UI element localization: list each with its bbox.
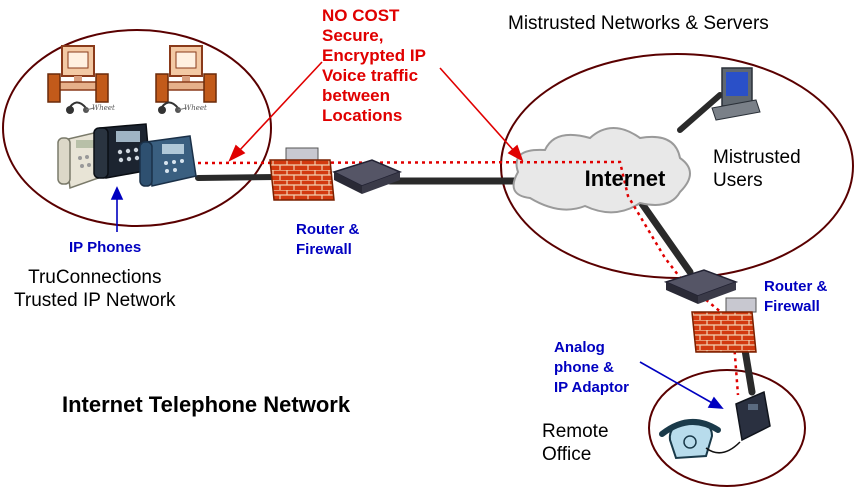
- firewall-1-icon: [269, 147, 335, 201]
- no-cost-arrows: [228, 61, 524, 162]
- remote-office-ellipse: [648, 369, 806, 487]
- router-2-icon: [663, 269, 739, 304]
- router-1-icon: [332, 159, 403, 194]
- remote-office-label: Remote Office: [542, 421, 609, 465]
- network-cables: [195, 92, 756, 396]
- desktop-computer-2-icon: [155, 45, 217, 103]
- headset-1-icon: [66, 101, 95, 114]
- ip-phone-blue-icon: [139, 135, 197, 187]
- secure-voice-path: [197, 160, 740, 396]
- diagram-title: Internet Telephone Network: [62, 392, 351, 417]
- internet-label: Internet: [585, 166, 666, 191]
- ip-adaptor-icon: [735, 390, 771, 442]
- ip-phone-black-icon: [93, 123, 151, 179]
- no-cost-label: NO COST Secure, Encrypted IP Voice traff…: [322, 6, 426, 125]
- mistrusted-networks-label: Mistrusted Networks & Servers: [508, 13, 769, 34]
- ip-phones-label: IP Phones: [69, 239, 142, 256]
- headset-1-caption: Wheet: [92, 104, 115, 112]
- workstation-icon: [711, 67, 761, 121]
- desktop-computer-1-icon: [47, 45, 109, 103]
- blue-arrows: [110, 186, 724, 409]
- router-firewall-1-label: Router & Firewall: [296, 221, 360, 258]
- router-firewall-2-label: Router & Firewall: [764, 278, 828, 315]
- headset-2-caption: Wheet: [184, 104, 207, 112]
- firewall-2-icon: [691, 297, 757, 353]
- analog-phone-icon: [659, 418, 721, 460]
- mistrusted-users-label: Mistrusted Users: [713, 147, 801, 191]
- phone-cord: [705, 441, 741, 454]
- headset-2-icon: [158, 101, 187, 114]
- trusted-network-ellipse: [2, 29, 272, 227]
- analog-adaptor-label: Analog phone & IP Adaptor: [554, 339, 630, 396]
- trusted-network-label: TruConnections Trusted IP Network: [14, 267, 176, 311]
